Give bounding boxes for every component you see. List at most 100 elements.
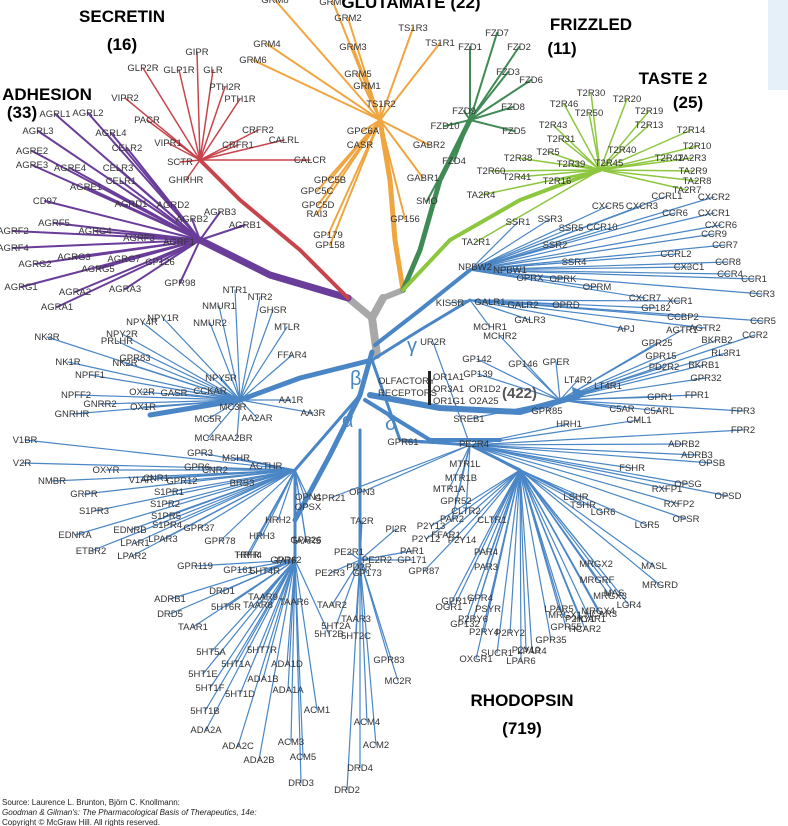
tree-branch-rhodopsin [134, 469, 296, 544]
leaf-label-rhodopsin: EDNRB [113, 525, 146, 536]
tree-branch-rhodopsin [519, 469, 599, 612]
leaf-label-rhodopsin: HRH4 [236, 550, 262, 561]
leaf-label-rhodopsin: OPSB [699, 458, 725, 469]
leaf-label-rhodopsin: ADRB2 [668, 439, 700, 450]
leaf-label-rhodopsin: NPY1R [147, 313, 179, 324]
leaf-label-rhodopsin: CXCR7 [629, 293, 661, 304]
tree-branch-glutamate [379, 119, 430, 146]
leaf-label-rhodopsin: LT4R1 [594, 381, 622, 392]
tree-branch-rhodopsin [475, 469, 521, 660]
leaf-label-adhesion: AGRF1 [163, 237, 195, 248]
tree-branch-rhodopsin [359, 559, 399, 682]
leaf-label-rhodopsin: CML1 [626, 415, 651, 426]
leaf-label-secretin: SCTR [167, 157, 193, 168]
tree-branch-rhodopsin [134, 357, 241, 401]
tree-branch-secretin [146, 119, 201, 161]
family-title-taste2: TASTE 2 [639, 69, 708, 88]
leaf-label-rhodopsin: MTR1B [445, 473, 477, 484]
tree-branch-taste2 [599, 169, 694, 172]
trunk-rhodopsin-delta [363, 398, 502, 442]
tree-branch-adhesion [94, 230, 201, 241]
leaf-label-rhodopsin: NPY5R [205, 373, 237, 384]
tree-branch-taste2 [560, 138, 601, 171]
tree-branch-rhodopsin [555, 361, 561, 401]
tree-branch-rhodopsin [464, 469, 521, 625]
leaf-label-taste2: T2R31 [547, 134, 576, 145]
tree-branch-frizzled [469, 32, 498, 121]
tree-branch-rhodopsin [469, 269, 646, 299]
leaf-label-adhesion: CELR1 [106, 176, 137, 187]
leaf-label-rhodopsin: GPR3 [187, 448, 213, 459]
leaf-label-frizzled: FZD5 [502, 126, 526, 137]
leaf-label-rhodopsin: AA1R [279, 395, 304, 406]
leaf-label-rhodopsin: GPR15 [645, 351, 676, 362]
leaf-label-adhesion: AGRL1 [39, 109, 70, 120]
leaf-label-rhodopsin: GPR25 [641, 338, 672, 349]
tree-branch-rhodopsin [546, 399, 561, 412]
source-line-2: Goodman & Gilman's: The Pharmacological … [2, 808, 257, 817]
leaf-label-frizzled: FZD7 [485, 28, 509, 39]
tree-branch-rhodopsin [469, 419, 640, 446]
tree-branch-secretin [199, 129, 259, 161]
tree-branch-rhodopsin [519, 469, 648, 526]
leaf-label-rhodopsin: SSR2 [543, 240, 568, 251]
tree-branch-rhodopsin [559, 364, 705, 401]
stem-taste2 [401, 168, 602, 292]
leaf-label-rhodopsin: GP139 [463, 369, 493, 380]
leaf-label-rhodopsin: OPN3 [349, 487, 375, 498]
leaf-label-taste2: T2R60 [477, 166, 506, 177]
leaf-label-rhodopsin: PAR2 [440, 514, 464, 525]
tree-branch-rhodopsin [74, 469, 296, 536]
tree-branch-taste2 [516, 169, 601, 178]
leaf-label-rhodopsin: TAAR9 [248, 592, 278, 603]
tree-branch-rhodopsin [131, 469, 296, 557]
tree-branch-rhodopsin [220, 377, 241, 401]
leaf-label-glutamate: TS1R1 [425, 38, 455, 49]
tree-branch-rhodopsin [469, 205, 609, 271]
leaf-label-rhodopsin: GASR [161, 388, 188, 399]
tree-branch-adhesion [179, 239, 201, 284]
leaf-label-rhodopsin: PAR4 [474, 547, 498, 558]
tree-branch-rhodopsin [121, 333, 241, 401]
leaf-label-rhodopsin: HRH1 [556, 419, 582, 430]
tree-branch-rhodopsin [465, 444, 471, 512]
olfactory-or-1: OR1A1 [433, 372, 464, 383]
leaf-label-rhodopsin: CCRL1 [651, 191, 682, 202]
leaf-label-rhodopsin: LGR6 [591, 507, 616, 518]
leaf-label-rhodopsin: GALR1 [474, 297, 505, 308]
leaf-label-rhodopsin: GPR85 [531, 406, 562, 417]
tree-branch-rhodopsin [469, 444, 680, 505]
leaf-label-rhodopsin: 5HT1F [195, 683, 224, 694]
leaf-label-rhodopsin: GPR26 [290, 535, 321, 546]
leaf-label-rhodopsin: P2RY2 [495, 628, 525, 639]
tree-branch-rhodopsin [469, 299, 657, 309]
leaf-label-rhodopsin: TRFR [234, 550, 259, 561]
tree-branch-rhodopsin [448, 444, 471, 490]
tree-branch-taste2 [475, 169, 601, 243]
tree-branch-rhodopsin [519, 469, 591, 620]
trunk-grey-left [344, 294, 376, 322]
leaf-label-rhodopsin: GPR12 [166, 476, 197, 487]
tree-branch-rhodopsin [469, 299, 764, 322]
tree-branch-rhodopsin [461, 469, 521, 541]
tree-branch-taste2 [490, 169, 601, 172]
tree-branch-rhodopsin [449, 299, 471, 304]
leaf-label-rhodopsin: OPRX [517, 273, 545, 284]
tree-branch-rhodopsin [509, 469, 521, 634]
leaf-label-rhodopsin: KISSR [436, 298, 465, 309]
leaf-label-rhodopsin: GP173 [352, 568, 382, 579]
tree-branch-rhodopsin [469, 423, 570, 446]
leaf-label-glutamate: RAI3 [306, 209, 327, 220]
source-line-3: Copyright © McGraw Hill. All rights rese… [2, 818, 160, 826]
leaf-label-rhodopsin: AA2BR [221, 433, 252, 444]
tree-branch-rhodopsin [469, 299, 706, 329]
tree-branch-secretin [167, 142, 201, 161]
tree-branch-adhesion [20, 239, 201, 288]
tree-branches [12, 0, 764, 791]
leaf-label-taste2: T2R45 [595, 158, 624, 169]
leaf-label-rhodopsin: GPR35 [535, 635, 566, 646]
tree-branch-rhodopsin [261, 559, 296, 651]
tree-branch-rhodopsin [359, 559, 377, 746]
leaf-label-rhodopsin: CCR3 [749, 289, 775, 300]
leaf-label-adhesion: AGRG4 [78, 226, 111, 237]
